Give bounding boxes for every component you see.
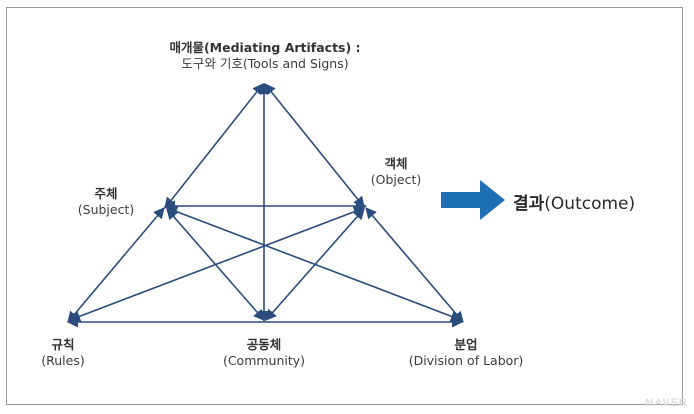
- node-object-subtitle: (Object): [370, 172, 422, 187]
- outcome-label: 결과(Outcome): [513, 189, 635, 214]
- node-artifacts-subtitle: 도구와 기호(Tools and Signs): [181, 56, 349, 71]
- outcome-arrow-icon: [441, 180, 505, 220]
- node-object: 객체 (Object): [371, 156, 421, 188]
- node-artifacts-title: 매개물(Mediating Artifacts) :: [169, 40, 361, 55]
- edge-subject-division: [165, 206, 463, 322]
- node-division-title: 분업: [454, 337, 478, 352]
- node-community-title: 공동체: [246, 337, 282, 352]
- node-object-title: 객체: [384, 156, 408, 171]
- edge-artifacts-subject: [164, 83, 264, 209]
- node-subject-title: 주체: [94, 186, 118, 201]
- node-rules-subtitle: (Rules): [41, 353, 85, 368]
- node-division: 분업 (Division of Labor): [409, 337, 524, 369]
- edge-object-division: [365, 207, 464, 323]
- outcome-en: (Outcome): [544, 194, 636, 214]
- edge-subject-rules: [67, 207, 165, 323]
- node-division-subtitle: (Division of Labor): [408, 353, 524, 368]
- node-community-subtitle: (Community): [222, 353, 306, 368]
- node-subject-subtitle: (Subject): [77, 202, 135, 217]
- naver-watermark: NAVER: [645, 397, 688, 409]
- edge-artifacts-object: [264, 83, 365, 208]
- node-subject: 주체 (Subject): [78, 186, 134, 218]
- edge-object-rules: [68, 206, 366, 322]
- node-rules: 규칙 (Rules): [41, 337, 84, 369]
- node-community: 공동체 (Community): [223, 337, 305, 369]
- node-rules-title: 규칙: [51, 337, 75, 352]
- node-artifacts: 매개물(Mediating Artifacts) : 도구와 기호(Tools …: [169, 40, 360, 72]
- outcome-ko: 결과: [513, 194, 545, 214]
